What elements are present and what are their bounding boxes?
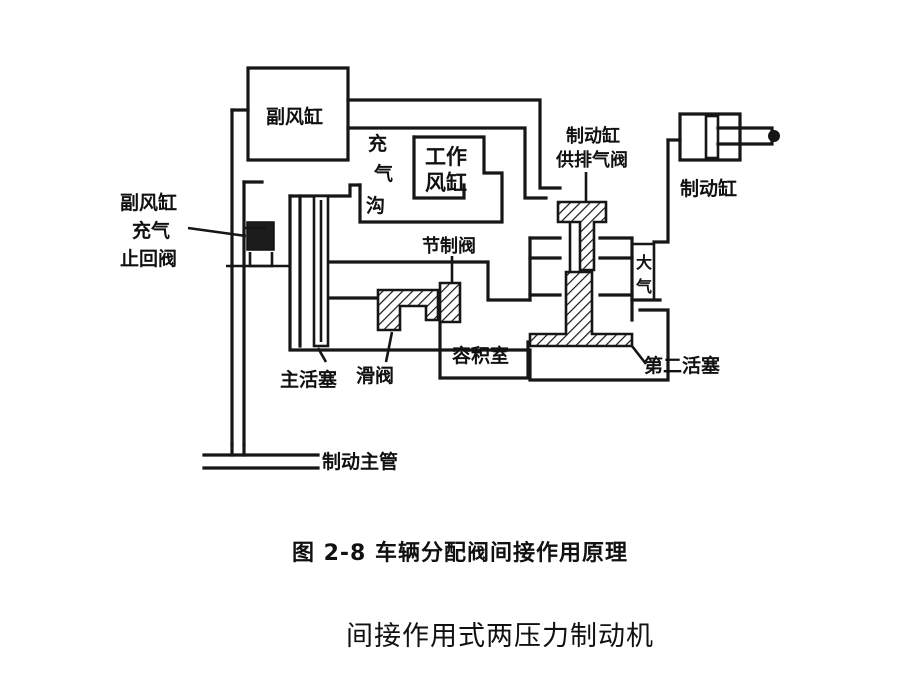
auxiliary-reservoir xyxy=(246,66,350,162)
main-piston xyxy=(298,194,330,348)
check-valve xyxy=(226,221,290,268)
label-exhaust-valve-1: 制动缸 xyxy=(566,125,620,147)
slide-subtitle: 间接作用式两压力制动机 xyxy=(346,621,654,652)
label-atmosphere-2: 气 xyxy=(635,277,652,296)
atmosphere-port xyxy=(632,242,656,302)
label-exhaust-valve-2: 供排气阀 xyxy=(555,149,628,171)
label-atmosphere-1: 大 xyxy=(636,253,652,272)
label-brake-pipe: 制动主管 xyxy=(322,450,398,473)
label-work-reservoir-1: 工作 xyxy=(425,145,467,169)
label-check-valve-line1: 副风缸 xyxy=(120,191,177,214)
brake-pipe xyxy=(202,443,320,470)
throttle-valve xyxy=(438,281,462,324)
label-charge-groove-3: 沟 xyxy=(366,194,385,217)
label-main-piston: 主活塞 xyxy=(280,368,338,391)
label-check-valve-line2: 充气 xyxy=(132,219,170,242)
label-check-valve-line3: 止回阀 xyxy=(120,247,177,270)
slide-valve xyxy=(376,288,440,332)
leader-lines xyxy=(187,172,648,365)
label-aux-reservoir: 副风缸 xyxy=(266,105,323,128)
label-work-reservoir-2: 风缸 xyxy=(425,171,467,195)
second-piston xyxy=(528,270,634,348)
label-charge-groove-1: 充 xyxy=(368,132,387,155)
label-throttle-valve: 节制阀 xyxy=(422,235,476,257)
label-charge-groove-2: 气 xyxy=(373,162,393,185)
label-slide-valve: 滑阀 xyxy=(356,364,394,387)
work-reservoir xyxy=(358,135,504,224)
label-brake-cylinder: 制动缸 xyxy=(680,177,737,200)
label-volume-chamber: 容积室 xyxy=(452,344,509,367)
figure-caption: 图 2-8 车辆分配阀间接作用原理 xyxy=(291,541,629,566)
brake-cylinder xyxy=(652,112,780,244)
valve-body-outline xyxy=(230,98,670,447)
label-second-piston: 第二活塞 xyxy=(644,354,721,377)
exhaust-supply-valve xyxy=(556,200,608,280)
